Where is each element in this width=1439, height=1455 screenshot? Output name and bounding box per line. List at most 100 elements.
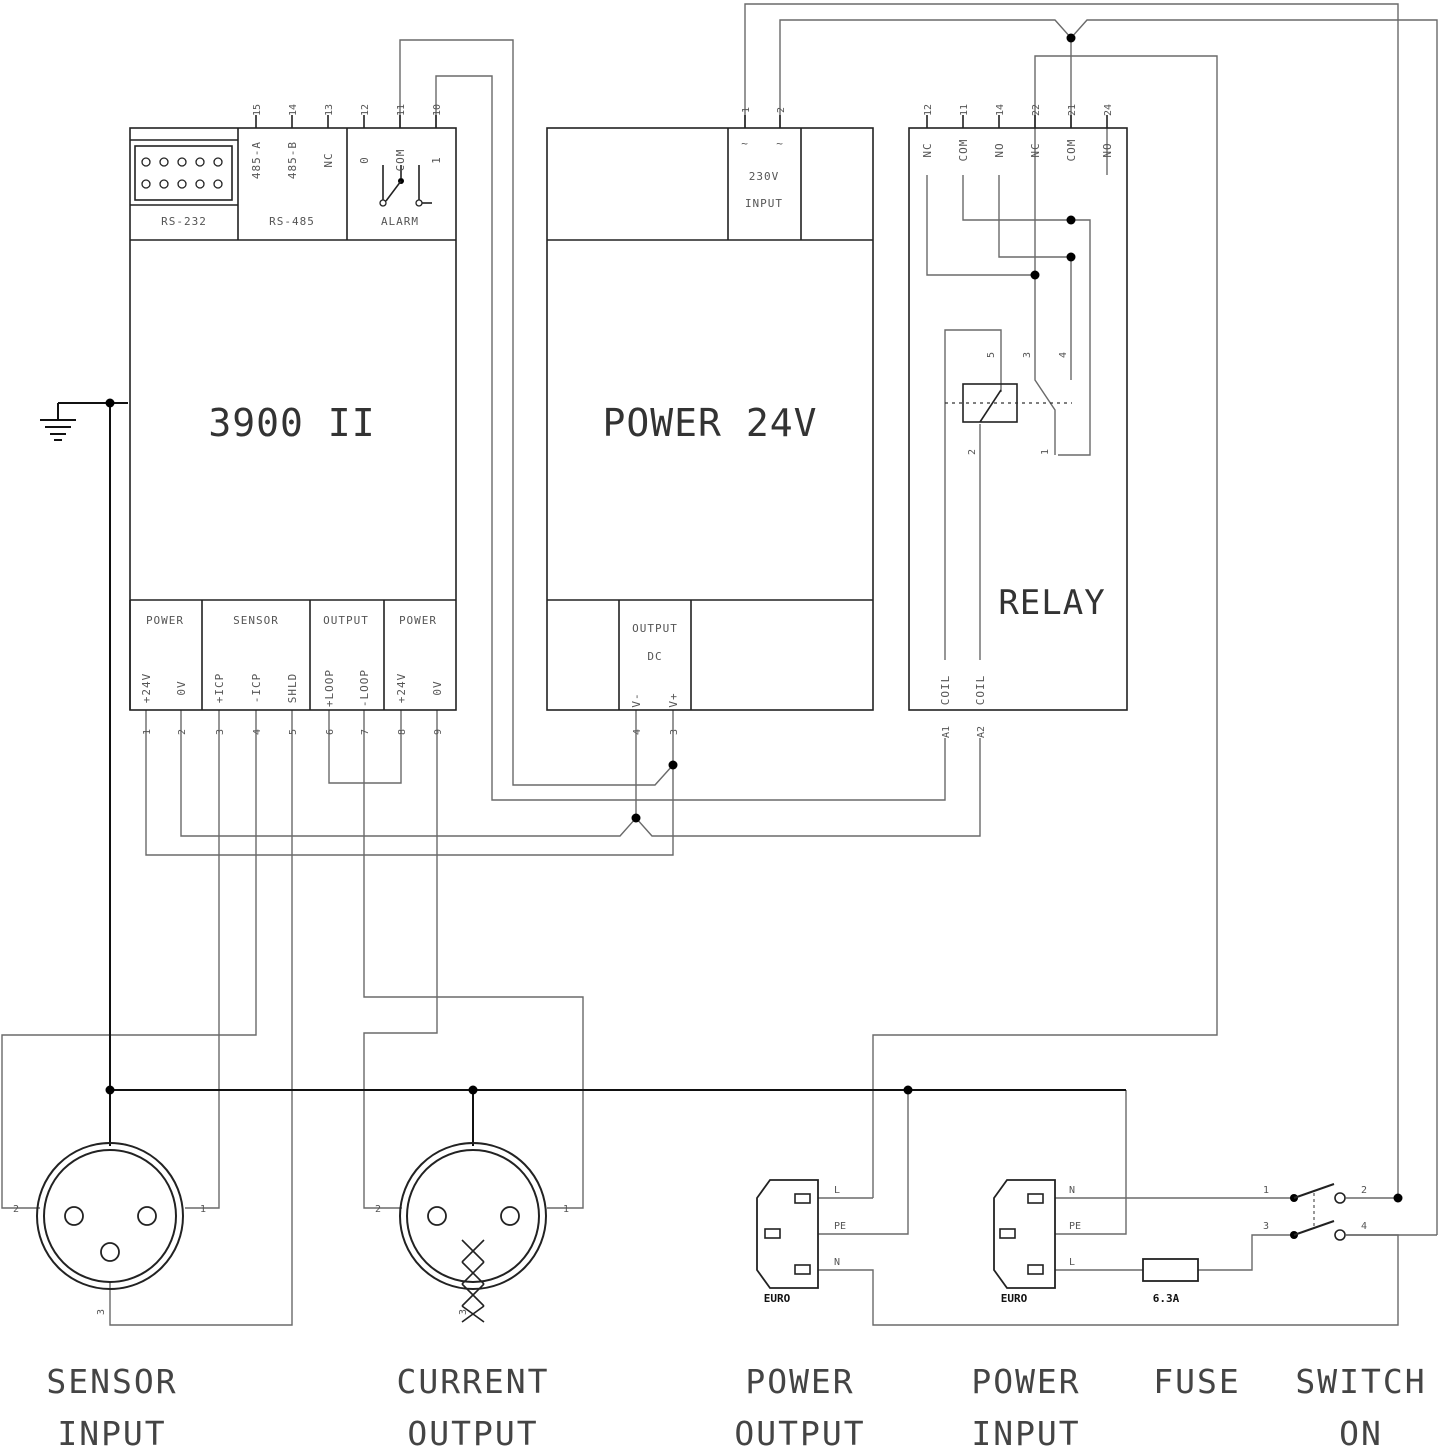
relay-internal-pin-number: 1 <box>1040 449 1051 455</box>
relay-top-terminal-number: 24 <box>1103 104 1114 116</box>
switch-pin-label: 2 <box>1361 1185 1367 1196</box>
power-input-caption-1: POWER <box>971 1362 1080 1401</box>
fuse-caption: FUSE <box>1153 1362 1240 1401</box>
power-output-pin-label: L <box>834 1185 840 1196</box>
relay-top-pin-label: COM <box>1065 139 1078 162</box>
sensor-input-caption-2: INPUT <box>57 1414 166 1450</box>
controller-top-terminal-number: 14 <box>288 104 299 116</box>
controller-bottom-terminal-number: 8 <box>397 729 408 735</box>
ground-icon <box>40 403 76 441</box>
controller-bottom-terminal-number: 5 <box>288 729 299 735</box>
junction-dots <box>105 33 1403 1203</box>
relay-top-pin-label: COM <box>957 139 970 162</box>
controller-group-label: POWER <box>399 614 437 627</box>
power-supply-module: POWER 24V 230V INPUT OUTPUT DC 1 2 ~ ~ V- V+ 4… <box>546 107 874 735</box>
controller-bottom-pin-label: +24V <box>140 673 153 704</box>
current-output-caption-1: CURRENT <box>396 1362 549 1401</box>
relay-top-terminal-number: 22 <box>1031 104 1042 116</box>
rs232-connector <box>134 145 233 201</box>
psu-output-terminal-number: 3 <box>669 729 680 735</box>
controller-bottom-terminal-number: 1 <box>142 729 153 735</box>
psu-input-pin-label: ~ <box>776 137 784 150</box>
psu-output-pin-label: V- <box>630 692 643 707</box>
relay-internal-pin-number: 4 <box>1058 352 1069 358</box>
relay-top-terminal-number: 12 <box>923 104 934 116</box>
relay-top-pin-label: NC <box>921 142 934 157</box>
controller-bottom-groups: POWER SENSOR OUTPUT POWER <box>146 614 437 627</box>
power-output-pin-label: N <box>834 1257 840 1268</box>
relay-top-terminal-number: 21 <box>1067 104 1078 116</box>
power-output-type: EURO <box>764 1292 791 1305</box>
relay-internal-pin-number: 3 <box>1022 352 1033 358</box>
psu-output-label-2: DC <box>647 650 662 663</box>
psu-input-terminal-number: 2 <box>776 107 787 113</box>
switch-pin-label: 1 <box>1263 1185 1269 1196</box>
controller-top-pin-label: NC <box>322 152 335 167</box>
power-input-pin-label: L <box>1069 1257 1075 1268</box>
current-output-pin-label: 3 <box>458 1309 469 1315</box>
power-output-socket-icon <box>756 1179 819 1289</box>
fuse-rating: 6.3A <box>1153 1292 1180 1305</box>
power-input-socket-icon <box>993 1179 1056 1289</box>
power-supply-title: POWER 24V <box>603 401 818 445</box>
controller-top-terminal-number: 11 <box>396 104 407 116</box>
psu-input-terminal-number: 1 <box>741 107 752 113</box>
relay-title: RELAY <box>998 583 1105 623</box>
psu-output-terminal-number: 4 <box>632 729 643 735</box>
controller-top-pin-label: 1 <box>430 156 443 164</box>
switch-caption-1: SWITCH <box>1295 1362 1426 1401</box>
controller-top-terminal-number: 13 <box>324 104 335 116</box>
psu-output-label-1: OUTPUT <box>632 622 678 635</box>
controller-group-label: SENSOR <box>233 614 279 627</box>
psu-terminals: 1 2 ~ ~ V- V+ 4 3 <box>630 107 787 735</box>
psu-input-label-1: 230V <box>749 170 780 183</box>
psu-input-label-2: INPUT <box>745 197 783 210</box>
controller-group-label: POWER <box>146 614 184 627</box>
relay-coil-pin-label: COIL <box>939 675 952 706</box>
switch-caption-2: ON <box>1339 1414 1383 1450</box>
controller-bottom-terminal-number: 6 <box>325 729 336 735</box>
relay-top-pin-label: NO <box>1101 142 1114 157</box>
power-output-caption-1: POWER <box>745 1362 854 1401</box>
alarm-switch-icon <box>379 165 432 207</box>
relay-coil-terminal-number: A1 <box>941 726 952 738</box>
controller-bottom-pin-label: +LOOP <box>323 669 336 707</box>
power-output-pin-label: PE <box>834 1221 846 1232</box>
fuse-icon <box>1142 1258 1199 1282</box>
controller-top-pin-label: 485-A <box>250 141 263 179</box>
power-output-caption-2: OUTPUT <box>734 1414 865 1450</box>
controller-bottom-pin-label: SHLD <box>286 673 299 704</box>
relay-top-pin-label: NC <box>1029 142 1042 157</box>
current-output-xlr-connector <box>399 1142 547 1323</box>
relay-coil-pin-label: COIL <box>974 675 987 706</box>
controller-title: 3900 II <box>208 401 375 445</box>
power-input-caption-2: INPUT <box>971 1414 1080 1450</box>
controller-top-terminal-number: 15 <box>252 104 263 116</box>
rs232-label: RS-232 <box>161 215 207 228</box>
controller-bottom-pin-label: +ICP <box>213 673 226 704</box>
controller-group-label: OUTPUT <box>323 614 369 627</box>
psu-output-pin-label: V+ <box>667 692 680 707</box>
power-input-pin-label: N <box>1069 1185 1075 1196</box>
controller-top-pin-label: COM <box>394 149 407 172</box>
sensor-input-caption-1: SENSOR <box>46 1362 177 1401</box>
controller-top-pin-label: 0 <box>358 156 371 164</box>
rs485-label: RS-485 <box>269 215 315 228</box>
controller-top-pin-label: 485-B <box>286 141 299 179</box>
controller-top-terminal-number: 10 <box>432 104 443 116</box>
controller-bottom-pin-label: +24V <box>395 673 408 704</box>
psu-input-pin-label: ~ <box>741 137 749 150</box>
current-output-caption-2: OUTPUT <box>407 1414 538 1450</box>
alarm-label: ALARM <box>381 215 419 228</box>
current-output-pin-label: 2 <box>375 1204 381 1215</box>
relay-coil-terminal-number: A2 <box>976 726 987 738</box>
controller-bottom-pin-label: 0V <box>175 680 188 695</box>
controller-bottom-terminal-number: 3 <box>215 729 226 735</box>
